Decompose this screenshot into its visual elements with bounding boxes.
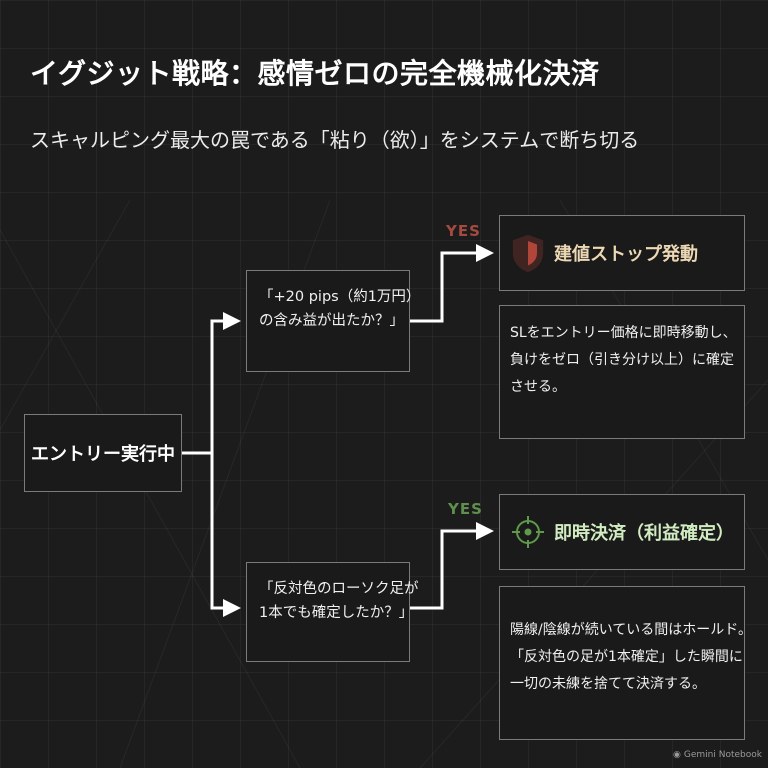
watermark-text: Gemini Notebook	[683, 750, 762, 760]
result-box-breakeven-stop: 建値ストップ発動	[499, 215, 745, 291]
question-1-line-1: 「+20 pips（約1万円）	[259, 289, 421, 305]
description-box-1: SLをエントリー価格に即時移動し、 負けをゼロ（引き分け以上）に確定 させる。	[499, 305, 745, 439]
page-title: イグジット戦略：感情ゼロの完全機械化決済	[30, 57, 600, 90]
yes-label-2: YES	[448, 500, 483, 518]
description-1-line-1: SLをエントリー価格に即時移動し、	[510, 325, 737, 341]
question-2-line-2: 1本でも確定したか？」	[259, 605, 414, 621]
question-box-1: 「+20 pips（約1万円） の含み益が出たか？」	[246, 270, 421, 372]
yes-arrow-1	[410, 244, 494, 323]
yes-arrow-2	[410, 522, 494, 610]
start-label: エントリー実行中	[31, 444, 175, 465]
description-2-line-3: 一切の未練を捨てて決済する。	[510, 676, 706, 692]
result-title-2: 即時決済（利益確定）	[554, 523, 734, 544]
watermark: ◉ Gemini Notebook	[673, 750, 762, 760]
arrow-to-question-2	[210, 453, 241, 617]
description-1-line-3: させる。	[510, 379, 566, 395]
description-2-line-2: 「反対色の足が1本確定」した瞬間に	[510, 649, 743, 665]
description-2-line-1: 陽線/陰線が続いている間はホールド。	[510, 622, 753, 638]
notebook-icon: ◉	[673, 750, 681, 760]
result-box-immediate-exit: 即時決済（利益確定）	[499, 494, 745, 570]
description-1-line-2: 負けをゼロ（引き分け以上）に確定	[510, 352, 734, 368]
question-1-line-2: の含み益が出たか？」	[259, 313, 404, 329]
yes-label-1: YES	[446, 222, 481, 240]
arrow-to-question-1	[210, 312, 241, 608]
result-title-1: 建値ストップ発動	[554, 244, 698, 265]
crosshair-icon	[512, 516, 544, 548]
question-2-line-1: 「反対色のローソク足が	[259, 581, 419, 597]
description-box-2: 陽線/陰線が続いている間はホールド。 「反対色の足が1本確定」した瞬間に 一切の…	[499, 586, 753, 740]
shield-icon	[512, 234, 544, 273]
start-node: エントリー実行中	[24, 414, 182, 492]
question-box-2: 「反対色のローソク足が 1本でも確定したか？」	[246, 562, 419, 662]
page-subtitle: スキャルピング最大の罠である「粘り（欲）」をシステムで断ち切る	[30, 128, 640, 152]
